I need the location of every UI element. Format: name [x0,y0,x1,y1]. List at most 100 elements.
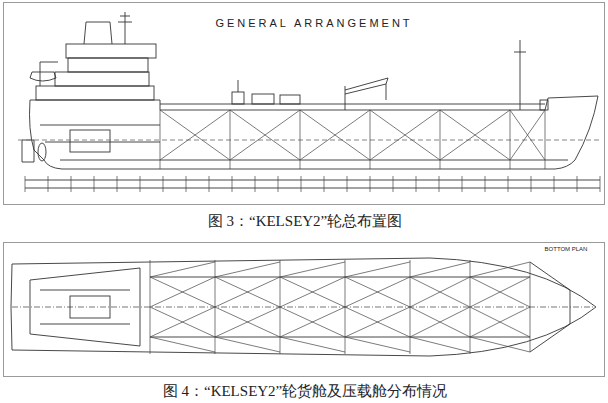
frame-tick [393,176,394,192]
frame-tick [232,176,233,192]
longitudinal-bulkhead [150,337,530,338]
manifold [252,94,274,104]
frame-tick [531,176,532,192]
floor-line [40,290,130,291]
frame-tick [600,176,601,192]
frame-tick [508,176,509,192]
frame-tick [94,176,95,192]
post [238,80,239,92]
manifold [232,92,244,104]
mast [120,16,130,17]
tank-brace [280,277,345,307]
figure-caption: 图 4：“KELSEY2”轮货舱及压载舱分布情况 [163,382,448,401]
manifold [280,95,300,104]
deckhouse [55,72,149,86]
tank-brace [470,337,530,352]
tank-brace [345,337,410,352]
tank-brace [410,262,470,277]
tank-brace [280,307,345,337]
tank-brace [440,110,510,160]
frame-tick [71,176,72,192]
tank-brace [410,307,470,337]
tank-brace [215,337,280,352]
frame-tick [255,176,256,192]
tank-brace [215,277,280,307]
cargo-tanks [160,110,545,169]
frame-ruler [25,188,600,189]
bottom-plan [11,258,596,356]
hull-outline [30,96,599,169]
tank-brace [470,277,530,307]
tank-brace [280,307,345,337]
deckhouse [68,58,148,72]
tank-brace [280,262,345,277]
funnel [84,22,112,44]
deck-line [40,125,160,126]
tank-brace [470,307,530,337]
frame-tick [25,176,26,192]
tank-brace [150,337,215,352]
deck-pipe [160,104,545,105]
tank-brace [510,110,545,160]
frame-tick [485,176,486,192]
tank-brace [280,277,345,307]
davit [40,62,58,86]
frame-ticks [25,176,600,192]
wheelhouse [66,44,156,58]
bulkhead [545,110,546,169]
waterline [18,140,602,141]
deck-line [45,142,160,143]
engine-room [30,268,140,346]
frame-tick [301,176,302,192]
frame-tick [439,176,440,192]
tank-brace [370,110,440,160]
frame-tick [48,176,49,192]
tank-brace [150,307,215,337]
fore-mast [520,40,521,110]
tank-brace [470,262,530,277]
ballast-tanks [150,260,530,354]
windlass [540,100,548,110]
tank-brace [345,277,410,307]
tank-brace [230,110,300,160]
tank-brace [470,277,530,307]
tank-brace [230,110,300,160]
tank-brace [410,337,470,352]
tank-brace [410,277,470,307]
tank-top [60,160,568,161]
ship-profile [18,12,602,188]
rudder [22,140,34,162]
frame-tick [140,176,141,192]
tank-brace [150,277,215,307]
drawing-title: GENERAL ARRANGEMENT [215,17,412,29]
tank-brace [410,277,470,307]
floor-line [40,324,130,325]
frame-tick [416,176,417,192]
frame-tick [209,176,210,192]
tank-brace [370,110,440,160]
frame-tick [370,176,371,192]
engine [70,296,110,318]
mast [118,22,132,23]
tank-brace [345,262,410,277]
frame-tick [577,176,578,192]
frame-tick [324,176,325,192]
tank-brace [410,307,470,337]
frame-tick [186,176,187,192]
tank-brace [300,110,370,160]
frame-tick [117,176,118,192]
tank-brace [300,110,370,160]
panel-frame [4,3,605,205]
frame-tick [163,176,164,192]
tank-brace [345,307,410,337]
tank-brace [160,110,230,160]
mast [125,12,126,44]
engine [70,130,110,152]
tank-brace [345,277,410,307]
frame-tick [278,176,279,192]
figure-caption: 图 3：“KELSEY2”轮总布置图 [208,212,403,231]
tank-brace [150,277,215,307]
tank-brace [160,110,230,160]
